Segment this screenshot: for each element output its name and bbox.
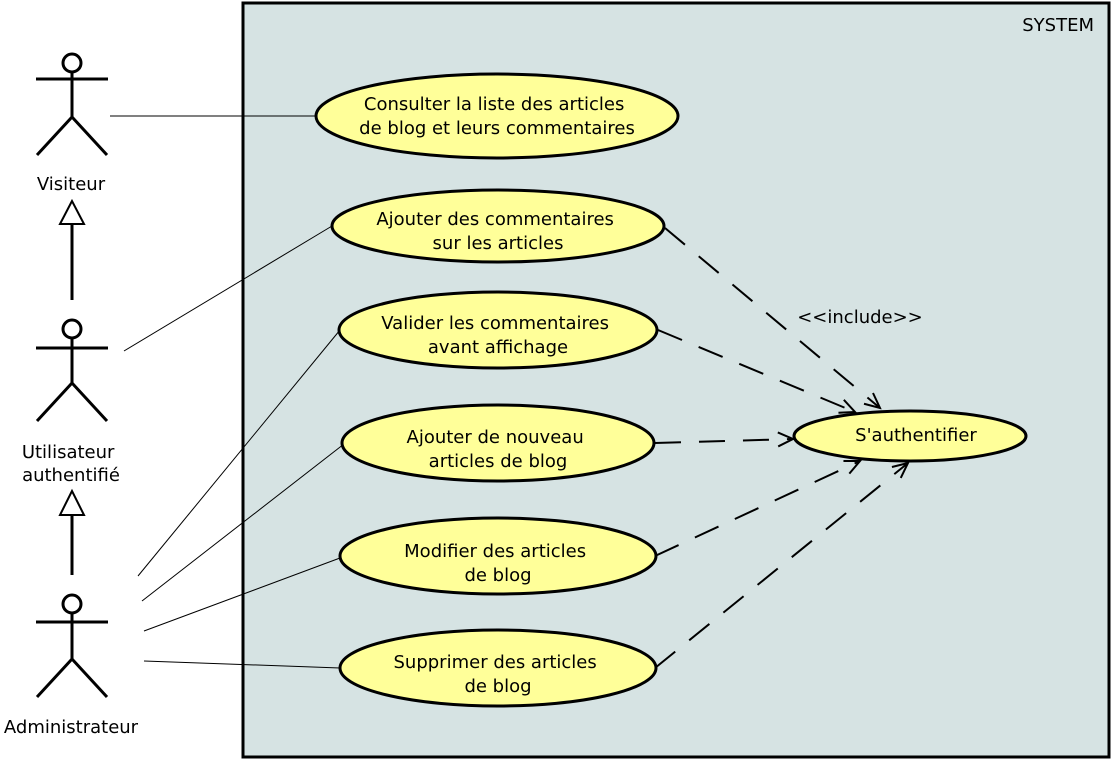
use-case-add-articles: Ajouter de nouveau articles de blog [340,403,656,483]
include-modify [654,461,860,557]
use-case-add-comments: Ajouter des commentaires sur les article… [330,188,666,264]
assoc-admin-delete [143,660,341,669]
use-case-modify-articles: Modifier des articles de blog [338,516,658,596]
use-case-delete-articles: Supprimer des articles de blog [338,628,658,708]
assoc-admin-validate [137,329,341,577]
system-label: SYSTEM [1022,15,1094,36]
include-validate [657,329,855,412]
actor-administrator-label: Administrateur [4,717,139,738]
include-add-articles [654,439,793,443]
assoc-user-add-comments [123,225,333,352]
svg-text:Consulter la liste des article: Consulter la liste des articles de blog … [359,94,635,139]
use-case-consult: Consulter la liste des articles de blog … [314,72,680,160]
assoc-admin-modify [143,557,341,632]
svg-text:Valider les commentaires: Valider les commentaires avant affichage [381,313,615,358]
include-label: <<include>> [797,307,923,328]
svg-text:Ajouter de nouveau artic: Ajouter de nouveau articles de blog [407,427,590,472]
actor-visitor [35,52,109,157]
associations [110,115,345,669]
actor-authenticated-user-label: Utilisateur authentifié [22,442,120,486]
actor-head [61,593,83,615]
generalization-arrowhead [58,488,86,516]
actor-head [61,52,83,74]
use-case-validate-comments: Valider les commentaires avant affichage [337,290,659,370]
include-dependencies [654,227,908,669]
svg-text:Ajouter des commentaires: Ajouter des commentaires sur les article… [376,209,619,254]
include-delete [654,463,908,669]
svg-text:Modifier des articles de: Modifier des articles de blog [404,541,592,586]
generalization-arrowhead [58,198,86,225]
assoc-admin-add-articles [141,443,345,602]
actor-administrator [35,593,109,699]
include-add-comments [664,227,880,408]
actor-authenticated-user [35,318,109,423]
svg-text:S'authentifier: S'authentifier [855,425,977,446]
generalizations [58,198,86,575]
svg-text:Supprimer des articles d: Supprimer des articles de blog [394,652,603,697]
actor-visitor-label: Visiteur [37,174,106,195]
use-case-authenticate: S'authentifier [792,409,1028,463]
actor-head [61,318,83,340]
